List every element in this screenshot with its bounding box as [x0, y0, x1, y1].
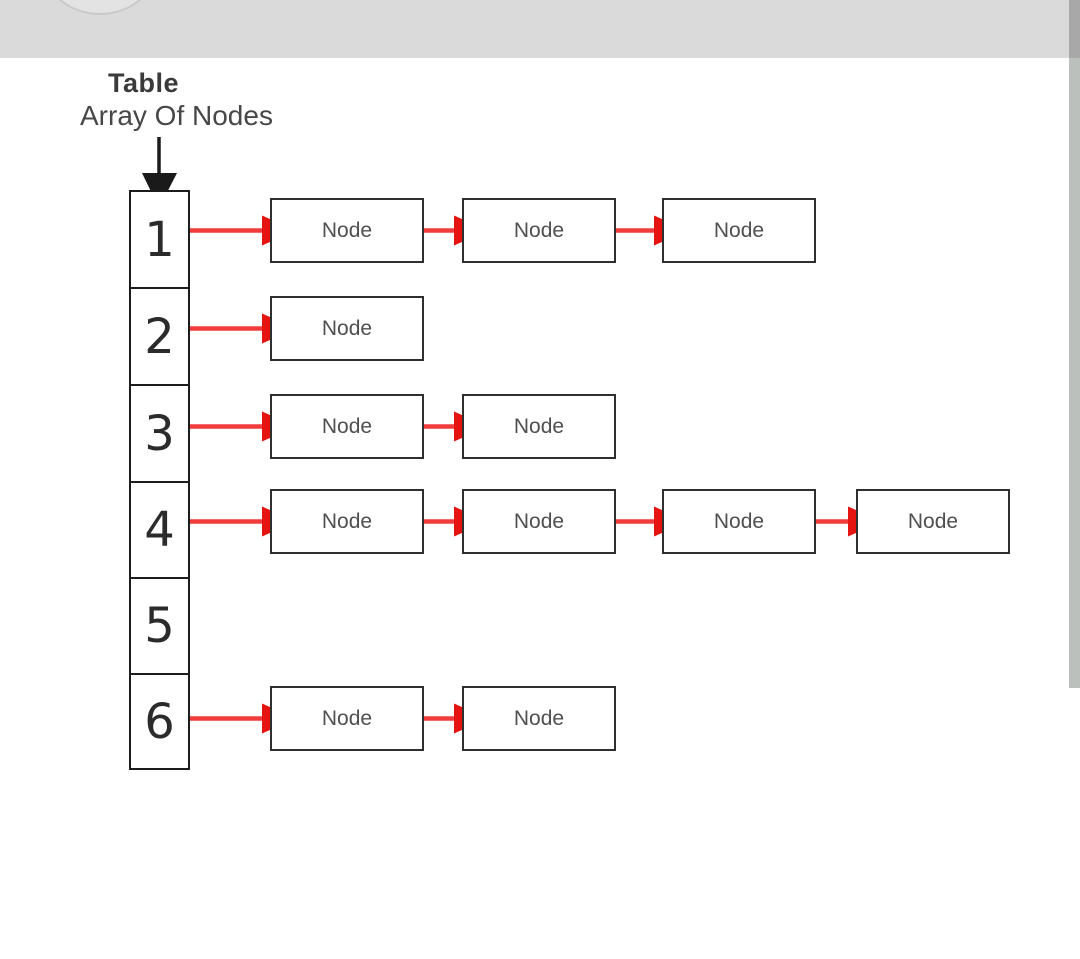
- table-cell-1: 1: [129, 190, 190, 289]
- node-label: Node: [513, 509, 565, 533]
- node-label: Node: [321, 509, 373, 533]
- node-box: Node: [856, 489, 1010, 554]
- table-cell-6: 6: [129, 673, 190, 770]
- node-label: Node: [321, 414, 373, 438]
- node-box: Node: [270, 686, 424, 751]
- node-label: Node: [513, 706, 565, 730]
- node-label: Node: [713, 218, 765, 242]
- node-label: Node: [713, 509, 765, 533]
- node-label: Node: [321, 706, 373, 730]
- table-cell-2: 2: [129, 287, 190, 386]
- node-label: Node: [321, 316, 373, 340]
- node-label: Node: [907, 509, 959, 533]
- cell-index-label: 4: [144, 502, 175, 558]
- node-label: Node: [513, 218, 565, 242]
- node-box: Node: [462, 686, 616, 751]
- node-box: Node: [270, 489, 424, 554]
- cell-index-label: 2: [144, 308, 175, 365]
- node-box: Node: [462, 394, 616, 459]
- table-cell-5: 5: [129, 577, 190, 675]
- node-box: Node: [462, 198, 616, 263]
- scrollbar-thumb[interactable]: [1069, 58, 1080, 688]
- node-box: Node: [270, 394, 424, 459]
- cell-index-label: 5: [144, 598, 175, 654]
- table-cell-4: 4: [129, 481, 190, 579]
- diagram-subtitle: Array Of Nodes: [80, 100, 273, 131]
- cell-index-label: 1: [144, 211, 175, 268]
- cell-index-label: 3: [144, 405, 175, 462]
- node-box: Node: [462, 489, 616, 554]
- node-box: Node: [270, 296, 424, 361]
- node-box: Node: [662, 489, 816, 554]
- diagram-title: Table: [108, 68, 180, 98]
- node-box: Node: [662, 198, 816, 263]
- node-label: Node: [513, 414, 565, 438]
- table-cell-3: 3: [129, 384, 190, 483]
- node-label: Node: [321, 218, 373, 242]
- scrollbar-thumb-header[interactable]: [1069, 0, 1080, 58]
- cell-index-label: 6: [144, 693, 175, 750]
- avatar: [35, 0, 165, 15]
- node-box: Node: [270, 198, 424, 263]
- top-bar: [0, 0, 1080, 58]
